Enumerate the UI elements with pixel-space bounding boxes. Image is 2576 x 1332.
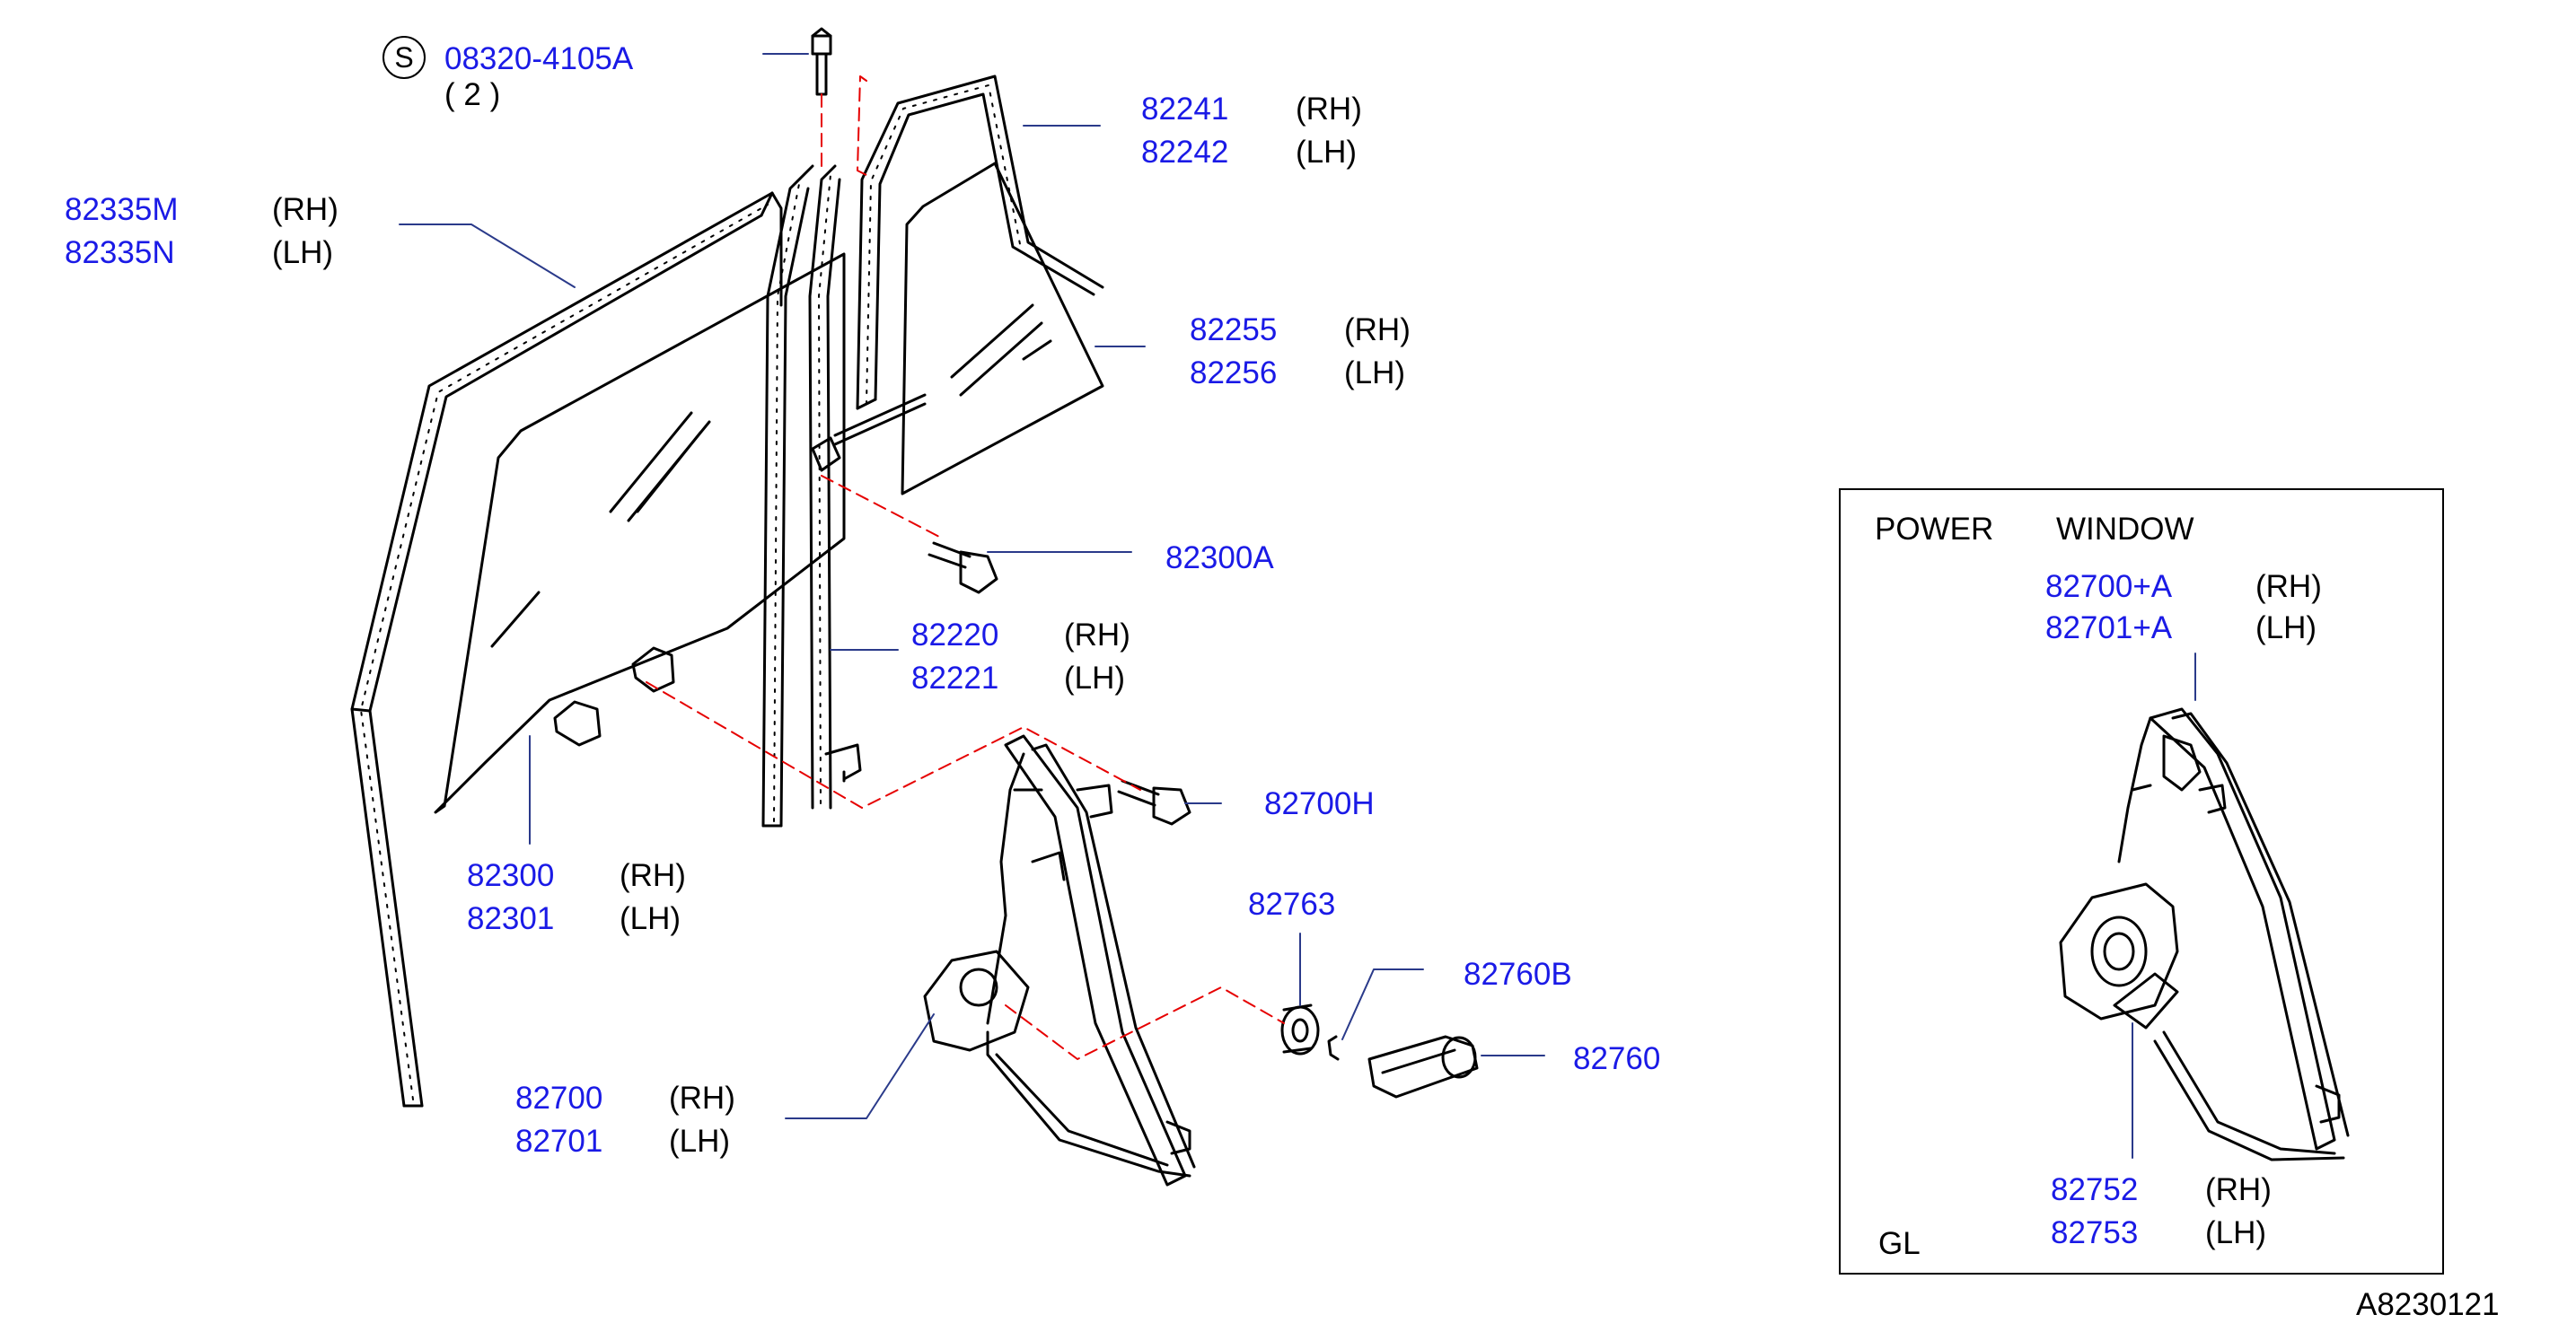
quarter-glass-lh-tag: (LH) [1344,355,1406,390]
motor-lh-tag: (LH) [2205,1215,2267,1250]
handle-part[interactable]: 82760 [1573,1041,1661,1076]
sash-seal-rh-part[interactable]: 82335M [65,192,179,227]
clip-drawing [1327,1035,1340,1061]
screw-quantity: ( 2 ) [444,77,501,112]
regulator-rh-part[interactable]: 82700 [515,1081,603,1116]
power-regulator-lh-part[interactable]: 82701+A [2045,610,2173,645]
door-glass-drawing [434,252,846,814]
quarter-seal-lh-part[interactable]: 82242 [1141,135,1229,170]
inset-title-power: POWER [1875,512,1994,547]
bolt-glass-part[interactable]: 82300A [1165,540,1274,575]
quarter-glass-rh-tag: (RH) [1344,312,1411,347]
leader-lines [399,53,2196,1159]
screw-part-number[interactable]: 08320-4105A [444,41,634,76]
quarter-seal-rh-tag: (RH) [1296,92,1362,127]
bolt-regulator-part[interactable]: 82700H [1264,786,1375,821]
door-glass-lh-tag: (LH) [620,901,681,936]
channel-rh-tag: (RH) [1064,618,1130,653]
door-glass-rh-part[interactable]: 82300 [467,858,555,893]
channel-lh-part[interactable]: 82221 [911,661,999,696]
sash-seal-lh-tag: (LH) [272,235,334,270]
sash-seal-rh-tag: (RH) [272,192,338,227]
bolt-glass-drawing [928,541,998,594]
inset-grade: GL [1878,1226,1921,1261]
sash-seal-drawing [350,191,783,1108]
regulator-rh-tag: (RH) [669,1081,735,1116]
quarter-seal-lh-tag: (LH) [1296,135,1358,170]
quarter-glass-lh-part[interactable]: 82256 [1190,355,1278,390]
power-regulator-rh-part[interactable]: 82700+A [2045,569,2173,604]
power-window-inset [1839,488,2444,1275]
quarter-glass-rh-part[interactable]: 82255 [1190,312,1278,347]
motor-rh-part[interactable]: 82752 [2051,1172,2139,1207]
washer-drawing [1280,1003,1320,1056]
door-glass-rh-tag: (RH) [620,858,686,893]
inset-title-window: WINDOW [2056,512,2194,547]
quarter-seal-drawing [856,74,1104,410]
door-glass-lh-part[interactable]: 82301 [467,901,555,936]
channel-lh-tag: (LH) [1064,661,1126,696]
power-regulator-rh-tag: (RH) [2255,569,2322,604]
sash-seal-lh-part[interactable]: 82335N [65,235,175,270]
power-regulator-drawing [2059,707,2350,1161]
regulator-drawing [923,734,1196,1187]
regulator-lh-part[interactable]: 82701 [515,1124,603,1159]
quarter-seal-rh-part[interactable]: 82241 [1141,92,1229,127]
handle-drawing [1367,1035,1479,1099]
motor-lh-part[interactable]: 82753 [2051,1215,2139,1250]
motor-rh-tag: (RH) [2205,1172,2272,1207]
screw-top-drawing [811,27,832,96]
alignment-lines [646,75,1285,1060]
bolt-regulator-drawing [1117,779,1191,826]
screw-symbol: S [382,36,426,79]
power-regulator-lh-tag: (LH) [2255,610,2317,645]
channel-rh-part[interactable]: 82220 [911,618,999,653]
channel-drawing [761,164,862,828]
clip-part[interactable]: 82760B [1464,957,1572,992]
diagram-code: A8230121 [2356,1287,2500,1322]
quarter-glass-drawing [833,162,1104,495]
washer-part[interactable]: 82763 [1248,887,1336,922]
regulator-lh-tag: (LH) [669,1124,731,1159]
